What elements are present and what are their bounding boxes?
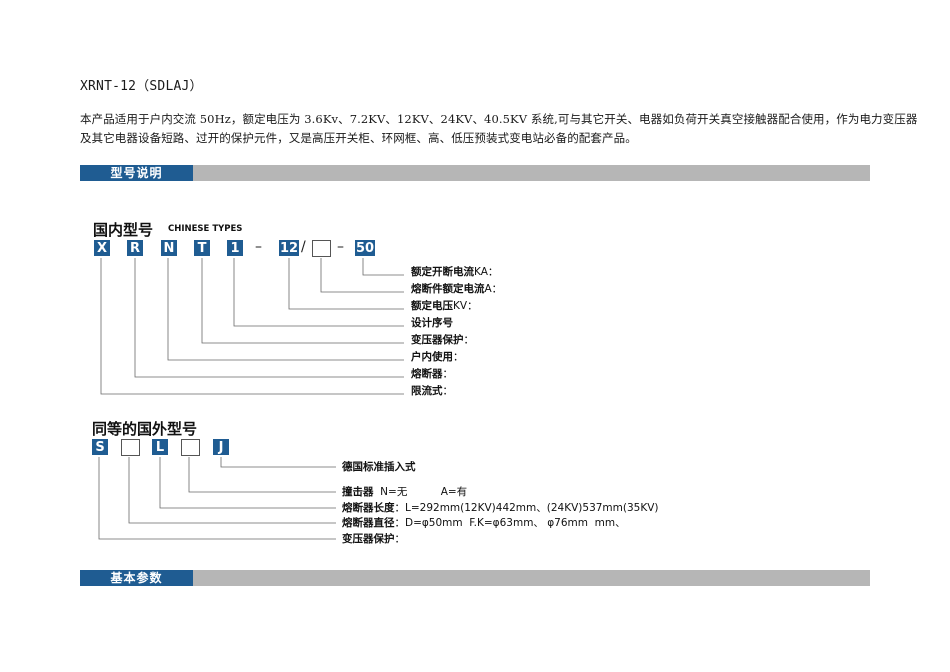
label-german-plug-in: 德国标准插入式	[342, 461, 416, 473]
code-slash: /	[301, 239, 306, 255]
label-fuse-diameter: 熔断器直径：D=φ50mm F.K=φ63mm、 φ76mm mm、	[342, 517, 626, 529]
foreign-code-box-j: J	[213, 439, 229, 455]
label-indoor-use: 户内使用：	[411, 351, 464, 363]
label-fuse: 熔断器：	[411, 368, 453, 380]
foreign-code-box-blank-1	[121, 439, 140, 456]
code-box-1: 1	[227, 240, 243, 256]
leader-line-s	[98, 457, 336, 540]
leader-line-blank	[320, 258, 404, 293]
label-transformer-protection: 变压器保护：	[411, 334, 474, 346]
domestic-model-title-en: CHINESE TYPES	[168, 224, 243, 234]
foreign-code-box-l: L	[152, 439, 168, 455]
label-rated-breaking-current: 额定开断电流KA：	[411, 266, 499, 278]
label-fuse-length: 熔断器长度：L=292mm(12KV)442mm、(24KV)537mm(35K…	[342, 502, 659, 514]
document-title: XRNT-12（SDLAJ）	[80, 79, 203, 94]
code-box-x: X	[94, 240, 110, 256]
leader-line-l	[159, 457, 336, 509]
intro-paragraph-line-1: 本产品适用于户内交流 50Hz，额定电压为 3.6Kv、7.2KV、12KV、2…	[80, 112, 918, 126]
intro-paragraph-line-2: 及其它电器设备短路、过开的保护元件，又是高压开关柜、环网框、高、低压预装式变电站…	[80, 131, 637, 145]
label-striker: 撞击器 N=无 A=有	[342, 486, 468, 498]
code-box-t: T	[194, 240, 210, 256]
code-dash-2: –	[337, 239, 344, 255]
leader-line-blank-1	[128, 457, 336, 524]
leader-line-t	[201, 258, 404, 344]
leader-line-12	[288, 258, 404, 310]
code-box-12: 12	[279, 240, 299, 256]
label-fuse-rated-current: 熔断件额定电流A：	[411, 283, 503, 295]
section-heading-params: 基本参数	[80, 570, 193, 586]
leader-line-j	[220, 457, 336, 468]
leader-line-1	[233, 258, 404, 327]
section-bar-model: 型号说明	[80, 165, 870, 181]
section-bar-params: 基本参数	[80, 570, 870, 586]
label-rated-voltage: 额定电压KV：	[411, 300, 478, 312]
leader-line-n	[167, 258, 404, 361]
label-design-number: 设计序号	[411, 317, 453, 329]
leader-line-r	[134, 258, 404, 378]
label-current-limiting: 限流式：	[411, 385, 453, 397]
domestic-model-title: 国内型号	[93, 221, 154, 239]
foreign-code-box-blank-2	[181, 439, 200, 456]
code-box-r: R	[127, 240, 143, 256]
leader-line-blank-2	[188, 457, 336, 493]
section-heading-model: 型号说明	[80, 165, 193, 181]
code-box-50: 50	[355, 240, 375, 256]
leader-line-50	[362, 258, 404, 276]
code-box-n: N	[161, 240, 177, 256]
foreign-code-box-s: S	[92, 439, 108, 455]
label-foreign-transformer-protection: 变压器保护：	[342, 533, 405, 545]
code-dash-1: –	[255, 239, 262, 255]
code-box-blank	[312, 240, 331, 257]
foreign-model-title: 同等的国外型号	[92, 420, 198, 438]
leader-line-x	[100, 258, 404, 395]
